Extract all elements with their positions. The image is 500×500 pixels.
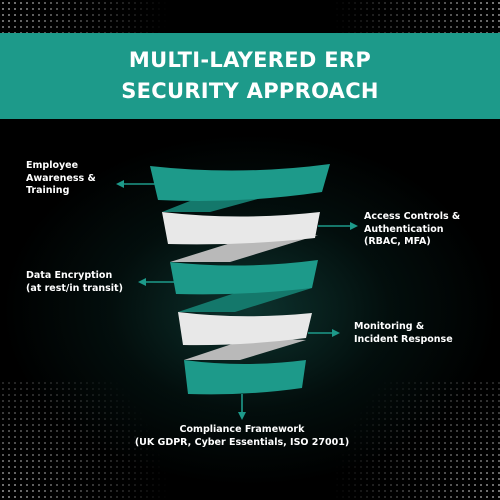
label-access-line-2: Authentication — [364, 223, 444, 235]
layer-band-access — [162, 212, 320, 245]
label-compliance-line-2: (UK GDPR, Cyber Essentials, ISO 27001) — [134, 436, 350, 448]
label-access-line-1: Access Controls & — [364, 211, 461, 222]
connector-4 — [184, 338, 306, 360]
label-employee-line-1: Employee — [26, 160, 79, 171]
arrow-left-employee — [116, 180, 158, 188]
label-employee-line-3: Training — [26, 185, 70, 196]
label-monitoring: Monitoring & Incident Response — [354, 321, 453, 346]
connector-2 — [170, 235, 318, 262]
label-monitoring-line-2: Incident Response — [354, 333, 453, 345]
label-compliance-line-1: Compliance Framework — [179, 424, 305, 435]
label-encryption-line-1: Data Encryption — [26, 270, 113, 281]
connector-3 — [178, 288, 312, 312]
label-monitoring-line-1: Monitoring & — [354, 321, 425, 332]
label-access: Access Controls & Authentication (RBAC, … — [364, 211, 460, 249]
title-line-1: MULTI-LAYERED ERP — [128, 48, 372, 72]
arrow-left-encryption — [138, 278, 176, 286]
title-banner: MULTI-LAYERED ERP SECURITY APPROACH — [0, 33, 500, 119]
label-employee: Employee Awareness & Training — [26, 160, 96, 198]
dot-pattern-bottom-right — [310, 380, 500, 500]
layer-band-employee — [150, 164, 330, 201]
label-encryption-line-2: (at rest/in transit) — [26, 282, 123, 294]
label-encryption: Data Encryption (at rest/in transit) — [26, 270, 123, 295]
label-access-line-3: (RBAC, MFA) — [364, 236, 431, 247]
arrow-down-compliance — [238, 394, 246, 420]
title-line-2: SECURITY APPROACH — [121, 79, 379, 103]
layer-band-monitoring — [178, 312, 312, 346]
label-compliance: Compliance Framework (UK GDPR, Cyber Ess… — [110, 424, 374, 449]
layer-band-encryption — [170, 260, 318, 295]
label-employee-line-2: Awareness & — [26, 172, 96, 184]
arrow-right-access — [318, 222, 358, 230]
arrow-right-monitoring — [308, 329, 340, 337]
layer-band-compliance — [184, 360, 306, 395]
dot-pattern-bottom-left — [0, 380, 190, 500]
